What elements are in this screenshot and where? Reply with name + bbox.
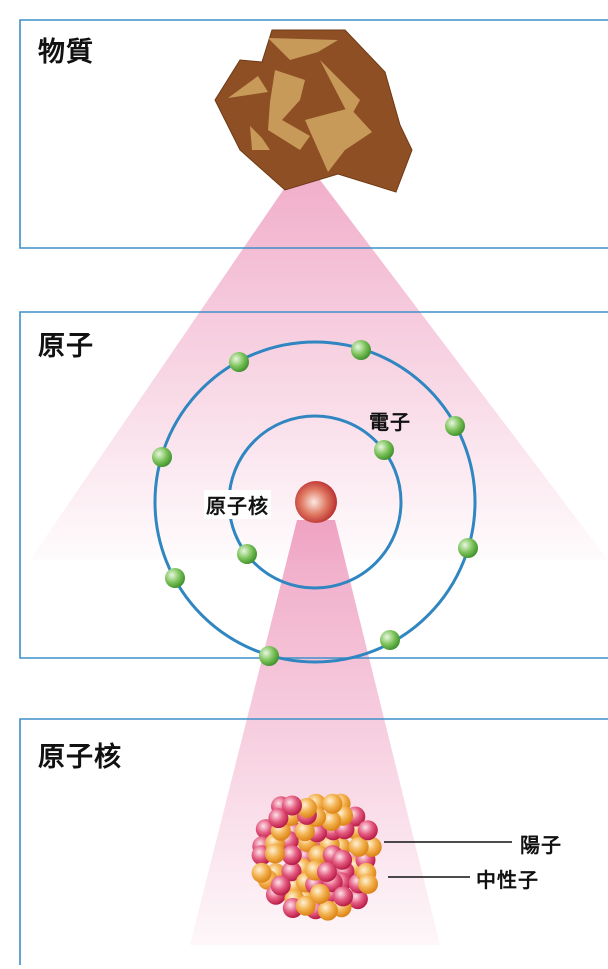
neutron-particle xyxy=(321,811,342,831)
proton-particle xyxy=(347,889,368,910)
panel-title-atom: 原子 xyxy=(38,331,94,362)
panel-title-matter: 物質 xyxy=(38,37,94,68)
electron-icon xyxy=(237,544,257,564)
panel-title-nucleus: 原子核 xyxy=(38,742,122,773)
proton-particle xyxy=(268,808,289,829)
electron-label: 電子 xyxy=(369,410,411,434)
zoom-beam-nucleus xyxy=(190,520,440,945)
neutron-particle xyxy=(308,845,329,866)
nucleus-icon xyxy=(295,481,337,523)
outer-orbit xyxy=(153,340,477,664)
neutron-particle xyxy=(348,836,369,857)
proton-particle xyxy=(332,849,353,870)
proton-particle xyxy=(270,875,291,896)
electron-icon xyxy=(374,440,394,460)
proton-particle xyxy=(316,861,337,882)
electron-icon xyxy=(351,340,371,360)
neutron-particle xyxy=(317,900,338,921)
zoom-beam-matter-to-atom xyxy=(30,180,608,560)
rock-icon xyxy=(214,29,413,193)
proton-particle xyxy=(357,820,378,841)
panel-frame-matter xyxy=(19,19,608,249)
electron-icon xyxy=(445,416,465,436)
panel-frame-atom xyxy=(19,311,608,659)
neutron-particle xyxy=(322,793,343,814)
electron-icon xyxy=(152,447,172,467)
neutron-particle xyxy=(358,873,378,894)
electron-icon xyxy=(458,538,478,558)
neutron-particle xyxy=(251,862,272,883)
atomic-nucleus-label: 原子核 xyxy=(204,490,271,519)
neutron-label: 中性子 xyxy=(476,868,539,892)
neutron-particle xyxy=(296,797,317,818)
nucleon-cluster xyxy=(251,793,382,921)
proton-particle xyxy=(282,795,302,816)
electron-icon xyxy=(380,630,400,650)
neutron-particle xyxy=(309,883,330,904)
neutron-particle xyxy=(265,843,285,864)
panel-frame-nucleus xyxy=(19,718,608,965)
proton-label: 陽子 xyxy=(520,833,562,857)
proton-particle xyxy=(281,861,302,882)
neutron-particle xyxy=(294,821,315,842)
electron-icon xyxy=(229,352,249,372)
electrons xyxy=(152,340,478,666)
neutron-particle xyxy=(295,895,316,916)
electron-icon xyxy=(165,568,185,588)
proton-particle xyxy=(333,886,353,907)
proton-particle xyxy=(281,845,302,866)
electron-icon xyxy=(259,646,279,666)
